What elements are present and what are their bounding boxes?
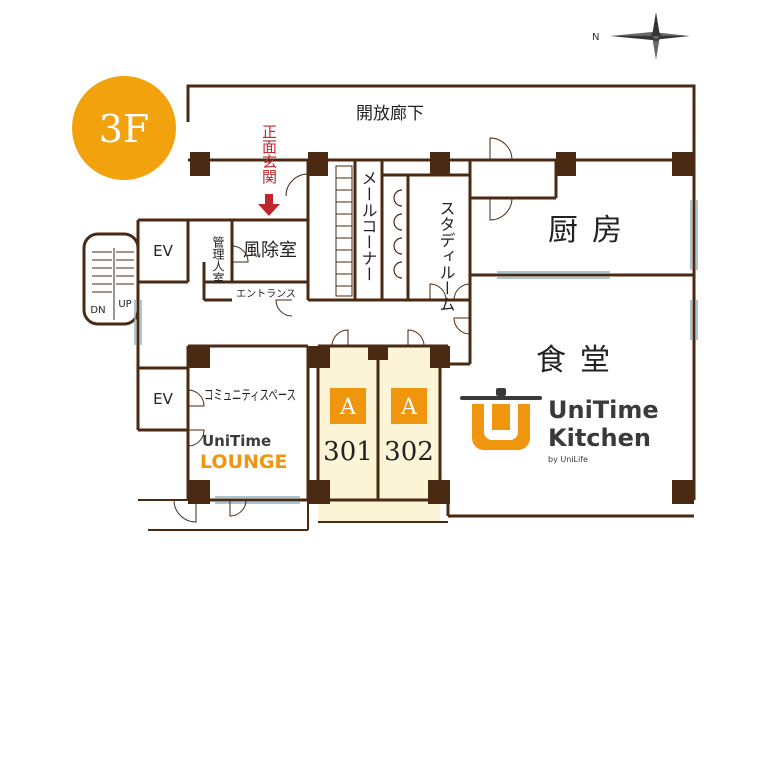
unit-302-badge-label: A xyxy=(400,395,418,420)
unit-302-badge xyxy=(391,388,427,424)
compass-icon: N xyxy=(592,12,690,60)
unit-301[interactable]: A 301 xyxy=(323,388,373,467)
unit-302-number: 302 xyxy=(384,437,434,467)
floor-badge: 3F xyxy=(72,76,176,180)
stairs-up-label: UP xyxy=(118,299,131,310)
compass-north-label: N xyxy=(592,32,599,43)
kitchen-label: 厨房 xyxy=(548,213,636,248)
ev-bottom-label: EV xyxy=(153,390,173,408)
entrance-label: エントランス xyxy=(236,288,296,300)
kitchen-logo-line1: UniTime xyxy=(548,396,659,424)
mail-lockers xyxy=(335,165,353,297)
kitchen-logo-by: by UniLife xyxy=(548,455,588,464)
ev-top-label: EV xyxy=(153,242,173,260)
unitime-kitchen-logo: UniTime Kitchen by UniLife xyxy=(460,388,659,464)
columns xyxy=(188,152,694,504)
entrance-arrow-icon xyxy=(258,194,280,216)
lounge-logo-line2: LOUNGE xyxy=(200,451,288,473)
manager-room-label: 管理人室 xyxy=(211,235,225,284)
kitchen-logo-line2: Kitchen xyxy=(548,424,651,452)
lounge-logo-line1: UniTime xyxy=(202,432,271,450)
study-desks xyxy=(393,189,403,279)
unit-301-badge-label: A xyxy=(339,395,357,420)
unit-302[interactable]: A 302 xyxy=(384,388,434,467)
stairs xyxy=(92,248,134,320)
floor-label: 3F xyxy=(99,107,150,151)
dining-label: 食堂 xyxy=(536,343,624,378)
study-room-label: スタディルーム xyxy=(437,200,456,312)
corridor-label: 開放廊下 xyxy=(356,104,424,124)
stairs-down-label: DN xyxy=(90,305,105,316)
doors xyxy=(173,137,513,523)
unit-301-badge xyxy=(330,388,366,424)
front-entrance-label: 正面玄関 xyxy=(260,124,278,185)
unitime-lounge-logo: UniTime LOUNGE xyxy=(200,432,288,473)
mail-corner-label: メールコーナー xyxy=(359,170,378,282)
windows xyxy=(134,200,698,504)
unit-301-number: 301 xyxy=(323,437,373,467)
windbreak-room-label: 風除室 xyxy=(243,240,297,261)
cooking-pot-icon xyxy=(460,388,542,450)
community-space-label: コミュニティスペース xyxy=(204,388,296,404)
